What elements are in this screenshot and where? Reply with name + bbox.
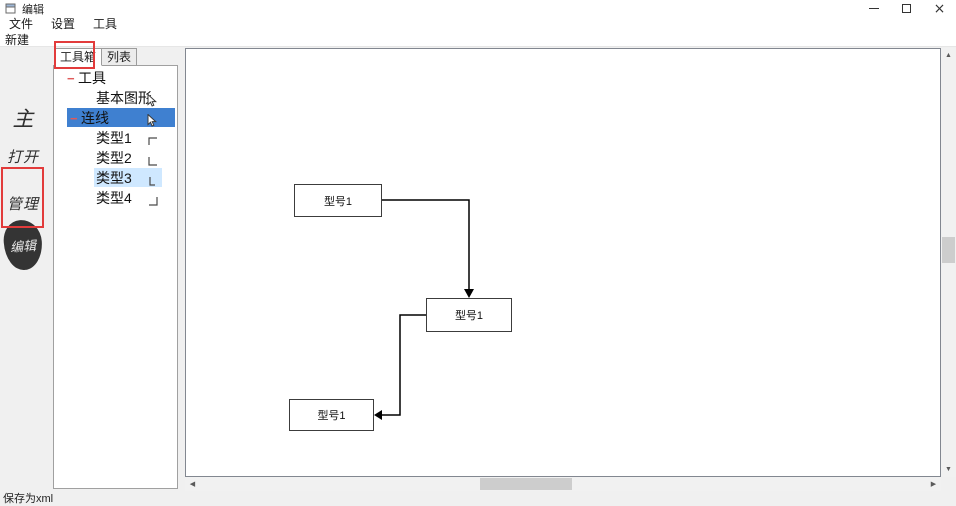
window-controls: × — [857, 0, 956, 17]
elbow-connector-icon — [147, 172, 159, 192]
scroll-up-arrow[interactable]: ▲ — [941, 48, 956, 63]
tree-item-label: 类型3 — [96, 170, 132, 186]
tree-item-label: 类型1 — [96, 130, 132, 146]
tree-item-type3[interactable]: 类型3 — [54, 168, 177, 188]
toolbar: 新建 — [0, 32, 956, 47]
diagram-node[interactable]: 型号1 — [426, 298, 512, 332]
tree-item-type1[interactable]: 类型1 — [54, 128, 177, 148]
maximize-button[interactable] — [890, 0, 923, 17]
diagram-canvas[interactable]: 型号1 型号1 型号1 — [185, 48, 941, 477]
status-text: 保存为xml — [3, 493, 54, 505]
cursor-icon — [147, 112, 158, 132]
sidebar-item-manage[interactable]: 管理 — [6, 195, 39, 213]
tree-item-type2[interactable]: 类型2 — [54, 148, 177, 168]
horizontal-scrollbar[interactable]: ◀ ▶ — [185, 477, 941, 491]
tab-list[interactable]: 列表 — [101, 48, 138, 66]
toolbox-tree: −工具 基本图形 −连线 类型1 — [53, 65, 178, 489]
cursor-icon — [147, 92, 158, 112]
elbow-connector-icon — [147, 152, 159, 172]
tree-item-label: 类型2 — [96, 150, 132, 166]
canvas-region: 型号1 型号1 型号1 ▲ ▼ ◀ ▶ — [185, 48, 956, 491]
scroll-down-arrow[interactable]: ▼ — [941, 462, 956, 477]
tree-item-label: 基本图形 — [96, 90, 152, 106]
diagram-node[interactable]: 型号1 — [294, 184, 382, 217]
sidebar-item-edit[interactable]: 编辑 — [2, 218, 44, 272]
window-title: 编辑 — [22, 3, 44, 16]
toolbox-panel: 工具箱 列表 −工具 基本图形 −连线 类型1 — [53, 48, 178, 489]
scroll-right-arrow[interactable]: ▶ — [926, 477, 941, 491]
horizontal-scroll-thumb[interactable] — [480, 478, 572, 490]
vertical-scrollbar[interactable]: ▲ ▼ — [941, 48, 956, 477]
menu-bar: 文件 设置 工具 — [0, 17, 956, 32]
close-icon: × — [933, 0, 946, 17]
tree-item-label: 连线 — [81, 110, 109, 126]
maximize-icon — [902, 4, 911, 13]
tree-item-type4[interactable]: 类型4 — [54, 188, 177, 208]
tree-item-label: 工具 — [78, 70, 106, 86]
diagram-node[interactable]: 型号1 — [289, 399, 374, 431]
scrollbar-corner — [941, 477, 956, 491]
hover-highlight — [94, 168, 162, 187]
scroll-left-arrow[interactable]: ◀ — [185, 477, 200, 491]
elbow-connector-icon — [147, 132, 159, 152]
status-bar: 保存为xml — [0, 491, 956, 505]
new-button[interactable]: 新建 — [5, 32, 30, 47]
minimize-button[interactable] — [857, 0, 890, 17]
vertical-scroll-thumb[interactable] — [942, 237, 955, 263]
collapse-icon[interactable]: − — [67, 71, 75, 86]
minimize-icon — [868, 8, 879, 9]
sidebar-item-main[interactable]: 主 — [12, 107, 34, 131]
tree-item-basic-shapes[interactable]: 基本图形 — [54, 88, 177, 108]
panel-tabstrip: 工具箱 列表 — [54, 48, 138, 66]
menu-item-settings[interactable]: 设置 — [51, 17, 76, 31]
left-sidebar: 主 打开 管理 编辑 — [0, 48, 46, 491]
connector-lines — [374, 199, 474, 420]
menu-item-file[interactable]: 文件 — [9, 17, 34, 31]
tree-item-tools[interactable]: −工具 — [54, 68, 177, 88]
tree-item-label: 类型4 — [96, 190, 132, 206]
elbow-connector-icon — [147, 192, 159, 212]
menu-item-tools[interactable]: 工具 — [93, 17, 118, 31]
collapse-icon[interactable]: − — [70, 111, 78, 126]
app-icon — [5, 3, 17, 15]
tab-toolbox[interactable]: 工具箱 — [54, 48, 103, 66]
title-bar: 编辑 × — [0, 0, 956, 17]
close-button[interactable]: × — [923, 0, 956, 17]
sidebar-item-open[interactable]: 打开 — [6, 148, 39, 166]
tree-item-connectors[interactable]: −连线 — [54, 108, 177, 128]
